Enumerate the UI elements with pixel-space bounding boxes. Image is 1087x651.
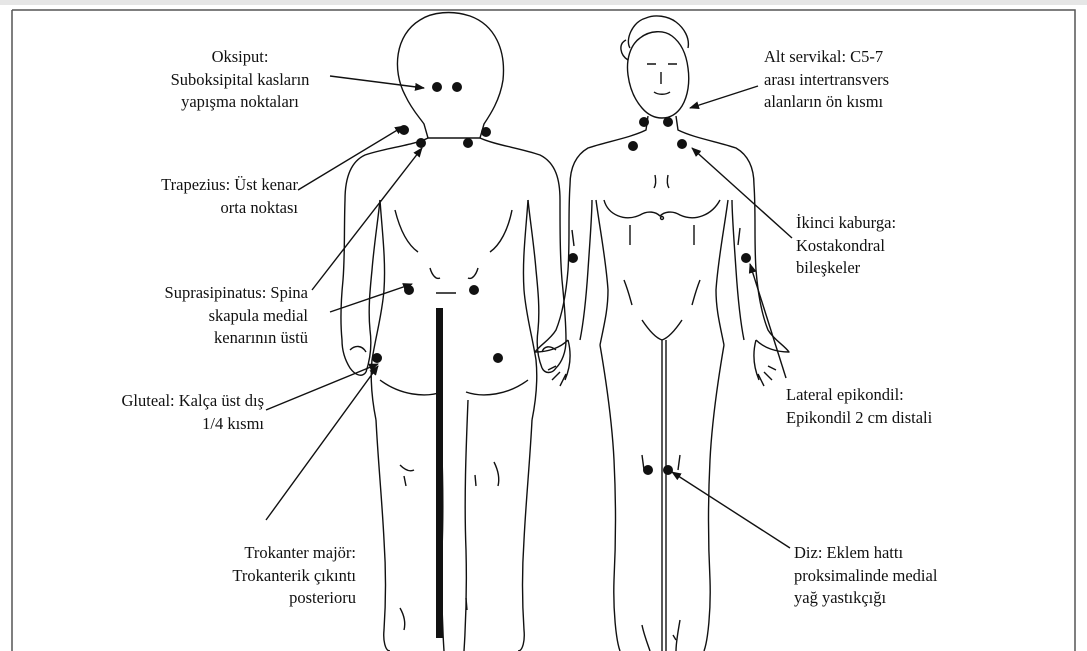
label-line: yapışma noktaları xyxy=(140,91,340,114)
label-diz: Diz: Eklem hattı proksimalinde medial ya… xyxy=(794,542,1034,610)
label-line: Trapezius: Üst kenar xyxy=(60,174,298,197)
label-trokanter: Trokanter majör: Trokanterik çıkıntı pos… xyxy=(130,542,356,610)
label-line: Epikondil 2 cm distali xyxy=(786,407,1046,430)
label-line: 1/4 kısmı xyxy=(20,413,264,436)
label-line: arası intertransvers xyxy=(764,69,1004,92)
label-line: posterioru xyxy=(130,587,356,610)
label-line: İkinci kaburga: xyxy=(796,212,1016,235)
back-body-figure xyxy=(341,13,566,651)
label-line: Trokanter majör: xyxy=(130,542,356,565)
label-line: Oksiput: xyxy=(140,46,340,69)
label-line: Gluteal: Kalça üst dış xyxy=(20,390,264,413)
label-line: Suboksipital kasların xyxy=(140,69,340,92)
label-line: yağ yastıkçığı xyxy=(794,587,1034,610)
label-suprasipinatus: Suprasipinatus: Spina skapula medial ken… xyxy=(60,282,308,350)
front-body-figure xyxy=(535,16,789,651)
label-alt-servikal: Alt servikal: C5-7 arası intertransvers … xyxy=(764,46,1004,114)
label-line: orta noktası xyxy=(60,197,298,220)
label-ikinci-kaburga: İkinci kaburga: Kostakondral bileşkeler xyxy=(796,212,1016,280)
label-trapezius: Trapezius: Üst kenar orta noktası xyxy=(60,174,298,219)
label-line: skapula medial xyxy=(60,305,308,328)
front-tender-points xyxy=(568,117,751,475)
label-line: Lateral epikondil: xyxy=(786,384,1046,407)
pointer-arrows xyxy=(266,76,792,548)
label-oksiput: Oksiput: Suboksipital kasların yapışma n… xyxy=(140,46,340,114)
label-lateral-epikondil: Lateral epikondil: Epikondil 2 cm distal… xyxy=(786,384,1046,429)
label-line: Suprasipinatus: Spina xyxy=(60,282,308,305)
label-line: alanların ön kısmı xyxy=(764,91,1004,114)
label-line: Trokanterik çıkıntı xyxy=(130,565,356,588)
label-line: Kostakondral xyxy=(796,235,1016,258)
label-gluteal: Gluteal: Kalça üst dış 1/4 kısmı xyxy=(20,390,264,435)
label-line: Alt servikal: C5-7 xyxy=(764,46,1004,69)
label-line: Diz: Eklem hattı xyxy=(794,542,1034,565)
label-line: proksimalinde medial xyxy=(794,565,1034,588)
spine-line xyxy=(436,308,443,638)
label-line: kenarının üstü xyxy=(60,327,308,350)
label-line: bileşkeler xyxy=(796,257,1016,280)
